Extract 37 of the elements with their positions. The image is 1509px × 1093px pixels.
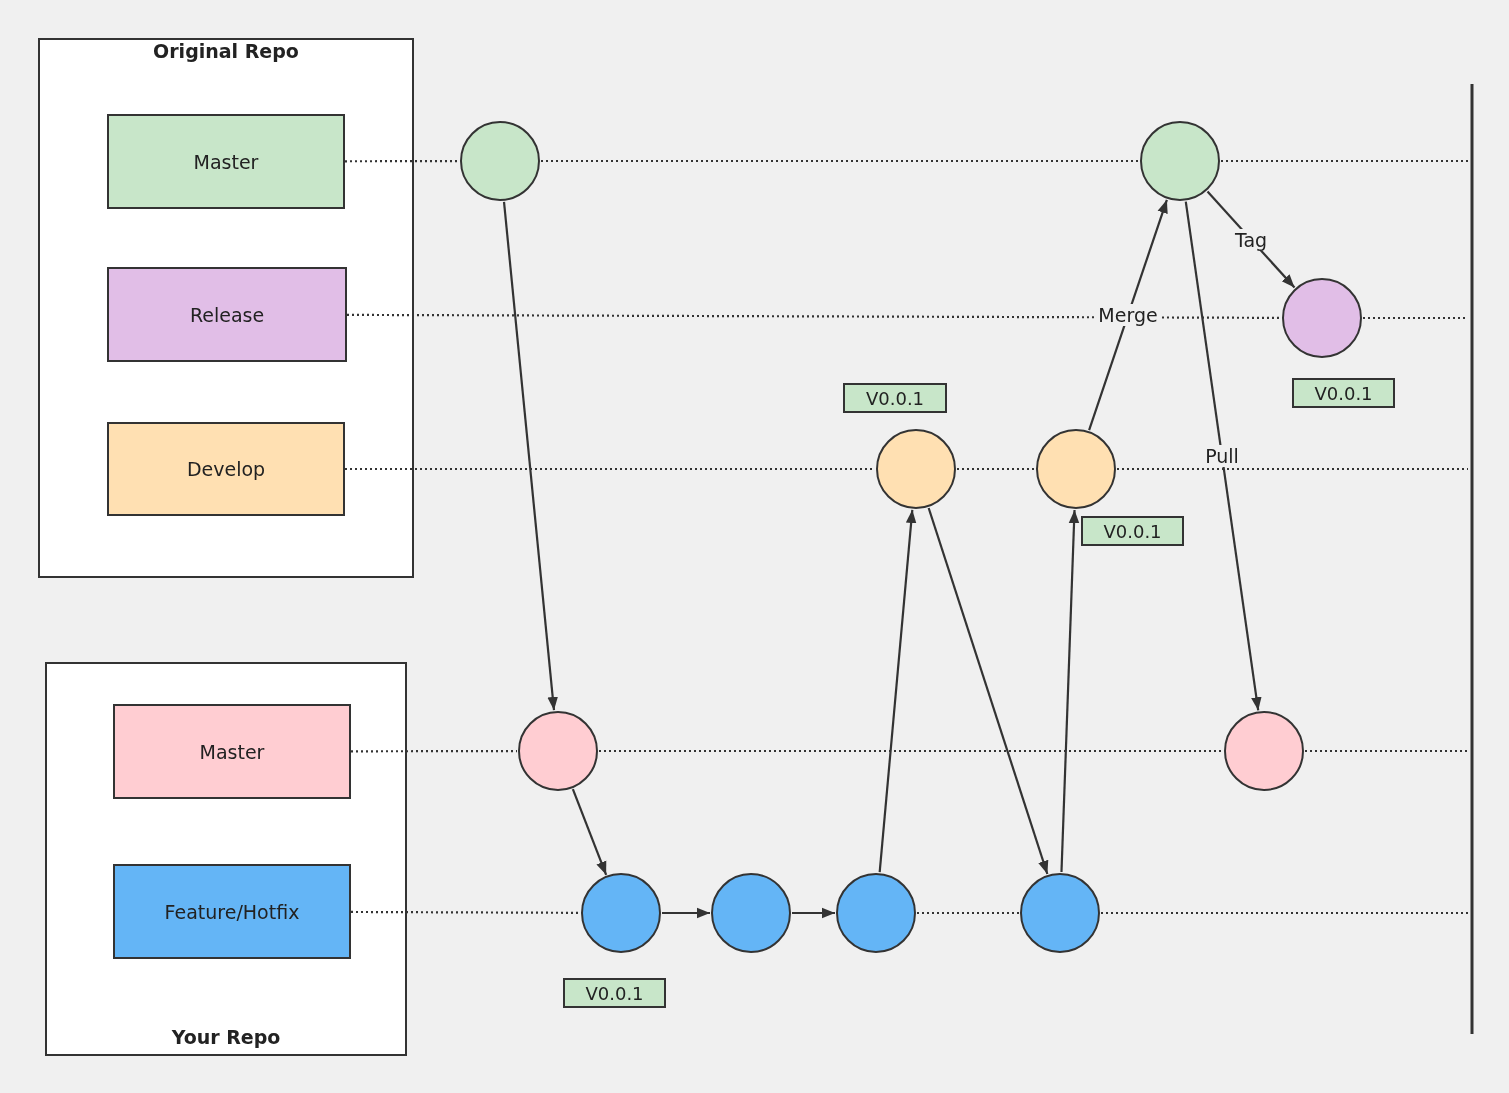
arrow [1060,509,1080,873]
version-tag: V0.0.1 [843,383,947,413]
edge-label: Merge [1096,304,1160,326]
dotted-line [599,749,1223,753]
branch-box: Feature/Hotfix [113,864,351,959]
panel-title: Your Repo [170,1026,282,1048]
dotted-line [917,911,1019,915]
dotted-line [351,910,580,914]
version-tag: V0.0.1 [1292,378,1395,408]
dotted-line [351,749,517,753]
version-tag: V0.0.1 [1081,516,1184,546]
dotted-line [1363,316,1468,320]
branch-box: Master [107,114,345,209]
dotted-line [1117,467,1468,471]
arrow [1088,199,1168,431]
arrow [662,907,710,919]
dotted-line [345,467,875,471]
dotted-line [347,313,1281,319]
branch-box: Release [107,267,347,362]
arrow [571,788,608,876]
arrow [792,907,835,919]
dotted-line [1101,911,1468,915]
repo-panel [38,38,414,578]
arrow [878,509,917,873]
panel-title: Original Repo [152,40,300,62]
repo-panel [45,662,407,1056]
version-tag: V0.0.1 [563,978,666,1008]
branch-box: Develop [107,422,345,516]
arrow [1184,201,1262,711]
dotted-line [1305,749,1468,753]
dotted-line [957,467,1035,471]
arrow [927,507,1049,875]
dotted-line [345,159,459,163]
branch-box: Master [113,704,351,799]
arrow [502,201,558,711]
dotted-line [1221,159,1468,163]
dotted-line [541,159,1139,163]
